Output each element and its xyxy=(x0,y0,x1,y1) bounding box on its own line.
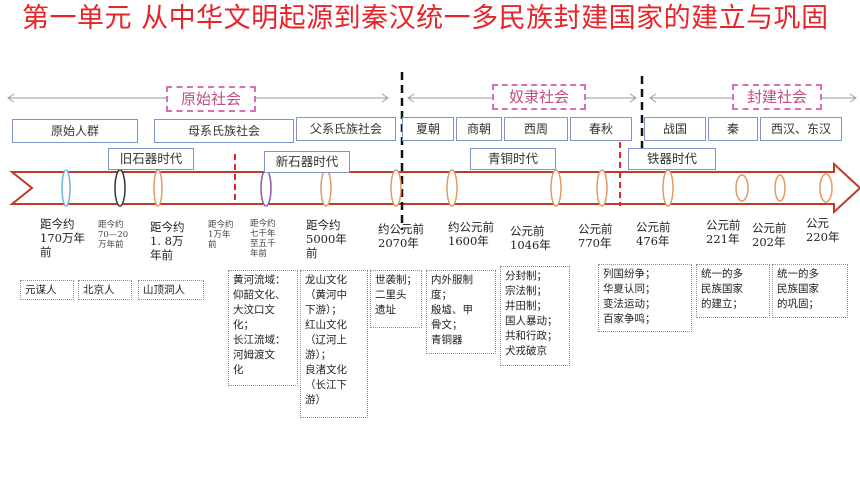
era-slave: 奴隶社会 xyxy=(492,84,586,110)
date-label-3: 距今约 1. 8万 年前 xyxy=(150,220,185,262)
note-beijing: 北京人 xyxy=(78,280,132,300)
note-shang: 内外服制 度； 殷墟、甲 骨文； 青铜器 xyxy=(426,270,496,354)
note-qin: 统一的多 民族国家 的建立； xyxy=(696,264,770,318)
tech-age-neolithic: 新石器时代 xyxy=(264,151,350,173)
period-han: 西汉、东汉 xyxy=(760,117,842,141)
point-1046[interactable] xyxy=(550,169,562,207)
tech-age-iron: 铁器时代 xyxy=(628,148,716,170)
note-western-zhou: 分封制； 宗法制； 井田制； 国人暴动； 共和行政； 犬戎破京 xyxy=(500,266,570,366)
period-shang: 商朝 xyxy=(456,117,502,141)
period-qin: 秦 xyxy=(708,117,758,141)
note-shandingdong: 山顶洞人 xyxy=(138,280,204,300)
point-220[interactable] xyxy=(819,173,833,203)
date-label-10: 公元前 770年 xyxy=(578,222,613,250)
period-spring-autumn: 春秋 xyxy=(570,117,632,141)
point-neolithic[interactable] xyxy=(260,169,272,207)
date-label-4: 距今约 1万年 前 xyxy=(208,220,234,250)
page-title: 第一单元 从中华文明起源到秦汉统一多民族封建国家的建立与巩固 xyxy=(22,3,829,34)
date-label-1: 距今约 170万年 前 xyxy=(40,217,85,259)
date-label-5: 距今约 七千年 至五千 年前 xyxy=(250,219,276,259)
note-xia: 世袭制； 二里头 遗址 xyxy=(370,270,422,328)
era-span-lines xyxy=(7,93,857,103)
point-2070[interactable] xyxy=(390,169,402,207)
date-label-14: 公元 220年 xyxy=(806,216,840,244)
note-longshan-cultures: 龙山文化 （黄河中 下游）； 红山文化 （辽河上 游）； 良渚文化 （长江下 游… xyxy=(300,270,368,418)
point-770[interactable] xyxy=(596,169,608,207)
date-label-13: 公元前 202年 xyxy=(752,221,787,249)
note-yuanmou: 元谋人 xyxy=(20,280,74,300)
note-warring-states: 列国纷争； 华夏认同； 变法运动； 百家争鸣； xyxy=(598,264,692,332)
date-label-2: 距今约 70—20 万年前 xyxy=(98,220,129,250)
tech-age-bronze: 青铜时代 xyxy=(470,148,556,170)
period-warring-states: 战国 xyxy=(644,117,706,141)
point-221[interactable] xyxy=(735,174,749,202)
timeline-arrow xyxy=(9,161,860,215)
period-western-zhou: 西周 xyxy=(504,117,568,141)
tech-age-paleolithic: 旧石器时代 xyxy=(108,148,194,170)
point-202[interactable] xyxy=(774,174,786,202)
period-xia: 夏朝 xyxy=(402,117,454,141)
era-primitive: 原始社会 xyxy=(166,86,256,112)
note-han: 统一的多 民族国家 的巩固； xyxy=(772,264,848,318)
point-yuanmou[interactable] xyxy=(61,169,71,207)
point-1600[interactable] xyxy=(446,169,458,207)
era-feudal: 封建社会 xyxy=(732,84,822,110)
date-label-11: 公元前 476年 xyxy=(636,220,671,248)
period-primitive-group: 原始人群 xyxy=(12,119,138,143)
note-neolithic-cultures: 黄河流域： 仰韶文化、 大汶口文 化； 长江流域： 河姆渡文 化 xyxy=(228,270,298,386)
point-5000[interactable] xyxy=(320,169,332,207)
date-label-6: 距今约 5000年 前 xyxy=(306,218,347,260)
point-shandingdong[interactable] xyxy=(153,169,163,207)
date-label-9: 公元前 1046年 xyxy=(510,224,551,252)
date-label-7: 约公元前 2070年 xyxy=(378,222,424,250)
period-matriarchal: 母系氏族社会 xyxy=(154,119,294,143)
point-476[interactable] xyxy=(662,169,674,207)
point-beijing[interactable] xyxy=(114,169,126,207)
date-label-8: 约公元前 1600年 xyxy=(448,220,494,248)
date-label-12: 公元前 221年 xyxy=(706,218,741,246)
period-patriarchal: 父系氏族社会 xyxy=(296,117,396,141)
